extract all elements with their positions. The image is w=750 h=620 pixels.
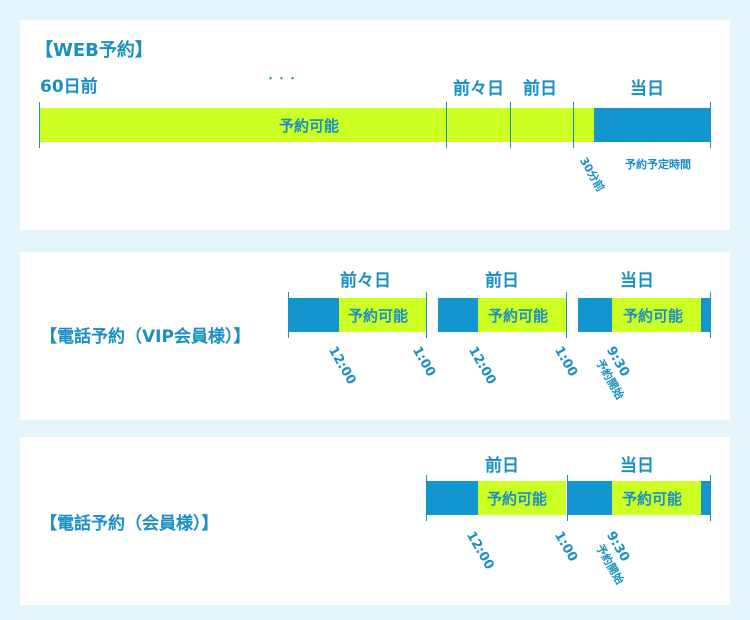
label-two-days-before: 前々日 (340, 271, 391, 291)
tick (426, 292, 427, 338)
vip-panel: 【電話予約（VIP会員様）】 前々日 前日 当日 予約可能 予約可能 予約可能 … (20, 252, 730, 420)
label-day-before: 前日 (485, 271, 519, 291)
tick (510, 102, 511, 148)
member-timeline-bar: 予約可能 予約可能 (426, 481, 710, 515)
label-same-day: 当日 (620, 271, 654, 291)
member-title: 【電話予約（会員様）】 (40, 514, 219, 534)
web-available-text: 予約可能 (279, 117, 340, 135)
tick (39, 102, 40, 148)
time-label: 1:00 (551, 529, 581, 565)
label-day-before: 前日 (523, 79, 557, 99)
member-blocked-segment (701, 481, 710, 515)
label-reservation-time: 予約予定時間 (625, 158, 691, 171)
tick (446, 102, 447, 148)
vip-available-segment (339, 298, 426, 332)
label-two-days-before: 前々日 (453, 79, 504, 99)
label-same-day: 当日 (630, 79, 664, 99)
vip-blocked-segment (438, 298, 478, 332)
web-panel: 【WEB予約】 60日前 ・・・ 前々日 前日 当日 予約可能 30分前 予約予… (20, 20, 730, 230)
time-label: 12:00 (325, 344, 359, 388)
vip-available-segment (478, 298, 566, 332)
tick (710, 102, 711, 148)
label-same-day: 当日 (620, 456, 654, 476)
member-available-text: 予約可能 (622, 490, 683, 508)
label-day-before: 前日 (485, 456, 519, 476)
vip-blocked-segment (578, 298, 612, 332)
vip-blocked-segment (701, 298, 710, 332)
label-30-min-before: 30分前 (577, 155, 607, 194)
tick (710, 475, 711, 521)
label-ellipsis: ・・・ (265, 72, 298, 85)
vip-timeline-bar: 予約可能 予約可能 予約可能 (288, 298, 710, 332)
member-available-text: 予約可能 (487, 490, 548, 508)
time-label: 12:00 (465, 344, 499, 388)
tick (573, 102, 574, 148)
time-label: 12:00 (463, 529, 497, 573)
member-panel: 【電話予約（会員様）】 前日 当日 予約可能 予約可能 12:00 1:00 9… (20, 437, 730, 605)
time-label: 1:00 (409, 344, 439, 380)
vip-available-segment (612, 298, 701, 332)
time-label: 1:00 (551, 344, 581, 380)
web-timeline-bar: 予約可能 (39, 108, 711, 142)
tick (426, 475, 427, 521)
member-available-segment (612, 481, 701, 515)
vip-blocked-segment (288, 298, 339, 332)
tick (567, 475, 568, 521)
vip-available-text: 予約可能 (623, 307, 684, 325)
tick (566, 292, 567, 338)
member-blocked-segment (426, 481, 478, 515)
vip-available-text: 予約可能 (488, 307, 549, 325)
vip-available-text: 予約可能 (348, 307, 409, 325)
web-blocked-segment (594, 108, 711, 142)
web-available-segment (39, 108, 594, 142)
member-blocked-segment (568, 481, 612, 515)
label-60-days-before: 60日前 (40, 77, 98, 97)
vip-title: 【電話予約（VIP会員様）】 (40, 327, 251, 347)
web-title: 【WEB予約】 (35, 40, 153, 61)
tick (710, 292, 711, 338)
tick (288, 292, 289, 338)
member-available-segment (478, 481, 566, 515)
